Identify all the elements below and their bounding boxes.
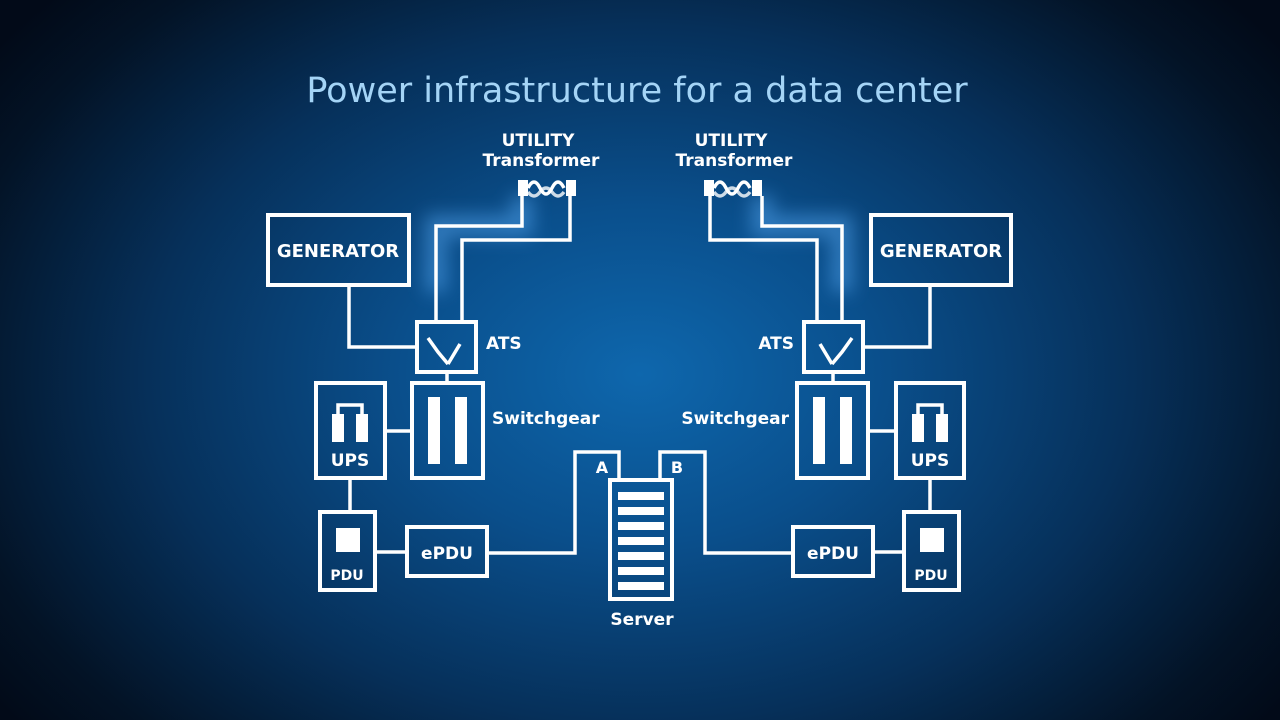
right-generator-box (869, 213, 1013, 287)
server-slot-1 (618, 492, 664, 500)
right-utility-glow (751, 196, 853, 292)
left-switchgear-bar-2 (455, 397, 467, 464)
right-ats-switch-icon (818, 336, 854, 366)
left-switchgear-label: Switchgear (492, 409, 600, 429)
right-utility-wire-2 (760, 196, 844, 322)
server-label: Server (610, 610, 674, 630)
server-rack: A B Server (596, 458, 683, 630)
right-ups-label: UPS (911, 451, 950, 471)
left-switchgear-box (410, 381, 485, 480)
server-feed-a-label: A (596, 458, 609, 477)
left-ats-label: ATS (486, 334, 522, 354)
left-pdu-square (336, 528, 360, 552)
server-slot-5 (618, 552, 664, 560)
right-pdu-square (920, 528, 944, 552)
right-epdu-server-wire (658, 450, 793, 555)
right-utility-wire-1 (708, 196, 819, 322)
left-ups-label: UPS (331, 451, 370, 471)
right-power-chain: UTILITY Transformer GENERATOR ATS Switch… (658, 131, 1013, 592)
right-epdu-label: ePDU (807, 544, 859, 564)
right-utility-label: UTILITY (695, 131, 768, 151)
left-switchgear-bar-1 (428, 397, 440, 464)
right-ats-label: ATS (758, 334, 794, 354)
left-generator-wire (347, 285, 417, 349)
server-slot-7 (618, 582, 664, 590)
right-generator-label: GENERATOR (880, 241, 1002, 262)
left-utility-label: UTILITY (502, 131, 575, 151)
server-feed-b-label: B (671, 458, 683, 477)
left-ats-switch-icon (426, 336, 462, 366)
right-switchgear-bar-2 (840, 397, 852, 464)
left-generator-box (266, 213, 411, 287)
left-battery-icon (332, 403, 368, 442)
server-slot-4 (618, 537, 664, 545)
server-box (608, 478, 674, 601)
right-switchgear-bar-1 (813, 397, 825, 464)
server-slot-6 (618, 567, 664, 575)
left-utility-glow (425, 196, 533, 292)
page-title: Power infrastructure for a data center (306, 71, 968, 111)
left-transformer-label: Transformer (483, 151, 601, 171)
right-switchgear-label: Switchgear (681, 409, 789, 429)
server-slot-2 (618, 507, 664, 515)
right-switchgear-box (795, 381, 870, 480)
left-power-chain: UTILITY Transformer GENERATOR ATS Switch… (266, 131, 621, 592)
left-epdu-server-wire (487, 450, 621, 555)
left-pdu-label: PDU (330, 568, 363, 584)
left-utility-wire-2 (460, 196, 572, 322)
right-transformer-icon (704, 180, 762, 198)
left-transformer-icon (518, 180, 576, 198)
left-generator-label: GENERATOR (277, 241, 399, 262)
right-battery-icon (912, 403, 948, 442)
right-pdu-label: PDU (914, 568, 947, 584)
right-generator-wire (863, 285, 932, 349)
right-transformer-label: Transformer (676, 151, 794, 171)
left-epdu-label: ePDU (421, 544, 473, 564)
left-utility-wire-1 (434, 196, 524, 322)
server-slot-3 (618, 522, 664, 530)
